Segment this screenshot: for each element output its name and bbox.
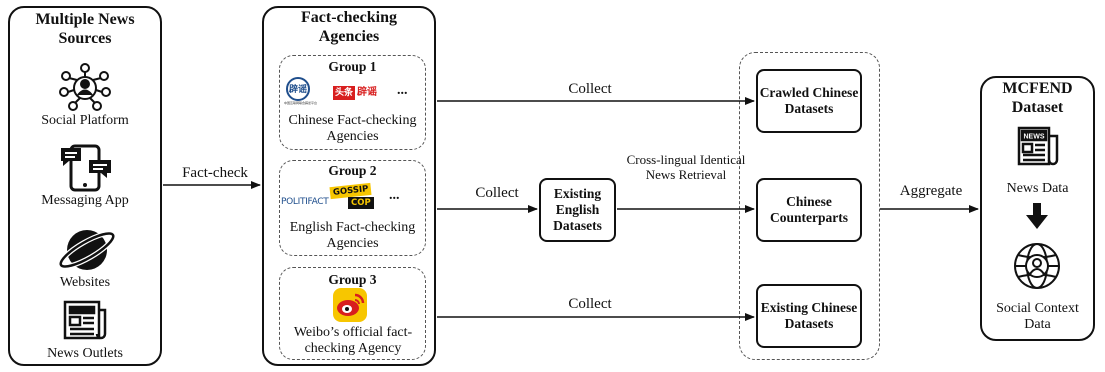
chinese-counterparts-box: Chinese Counterparts <box>756 178 862 242</box>
group-3-box <box>279 267 426 360</box>
weibo-logo-icon <box>333 288 367 322</box>
source-social-platform: Social Platform <box>41 113 129 128</box>
news-data-icon: NEWS <box>1017 126 1059 166</box>
social-network-icon <box>59 63 111 111</box>
group-1-box <box>279 55 426 150</box>
gossip-cop-logo: GOSSIP COP <box>329 182 378 213</box>
social-context-label: Social Context Data <box>996 301 1079 332</box>
social-context-icon <box>1014 243 1060 289</box>
source-news-outlets: News Outlets <box>47 346 123 361</box>
politifact-logo: POLITIFACT <box>281 197 329 207</box>
fact-check-label: Fact-check <box>182 165 248 181</box>
news-icon-label: NEWS <box>1024 134 1045 141</box>
existing-english-datasets-box: Existing English Datasets <box>539 178 616 242</box>
planet-icon <box>58 230 116 270</box>
mcfend-panel <box>980 76 1095 341</box>
agencies-title: Fact-checking Agencies <box>301 9 397 45</box>
crawled-chinese-datasets-label: Crawled Chinese Datasets <box>759 85 859 116</box>
down-arrow-icon <box>1026 203 1048 229</box>
group-3-label: Weibo’s official fact-checking Agency <box>293 325 413 356</box>
newspaper-icon <box>63 300 107 340</box>
messaging-app-icon <box>61 144 111 192</box>
existing-chinese-datasets-label: Existing Chinese Datasets <box>760 300 858 331</box>
group-1-name: Group 1 <box>328 59 377 74</box>
existing-english-datasets-label: Existing English Datasets <box>553 186 602 233</box>
group-2-label: English Fact-checking Agencies <box>289 220 416 251</box>
news-data-label: News Data <box>1006 181 1069 196</box>
group-2-name: Group 2 <box>328 163 377 178</box>
collect-top-label: Collect <box>568 81 612 97</box>
retrieval-label: Cross-lingual Identical News Retrieval <box>626 152 746 182</box>
mcfend-title: MCFEND Dataset <box>1002 80 1073 116</box>
toutiao-logo: 头条 辟谣 <box>333 86 378 100</box>
source-websites: Websites <box>59 275 111 290</box>
chinese-datasets-group <box>739 52 880 360</box>
existing-chinese-datasets-box: Existing Chinese Datasets <box>756 284 862 348</box>
aggregate-label: Aggregate <box>899 183 963 199</box>
piyao-logo: 辟谣 中国互联网联合辟谣平台 <box>284 77 326 107</box>
chinese-counterparts-label: Chinese Counterparts <box>770 194 848 225</box>
group-1-ellipsis: ... <box>397 83 408 98</box>
group-3-name: Group 3 <box>328 272 377 287</box>
group-2-ellipsis: ... <box>389 188 400 203</box>
crawled-chinese-datasets-box: Crawled Chinese Datasets <box>756 69 862 133</box>
sources-title: Multiple News Sources <box>35 11 135 47</box>
source-messaging-app: Messaging App <box>41 193 129 208</box>
group-1-label: Chinese Fact-checking Agencies <box>288 113 417 144</box>
group-2-box <box>279 160 426 256</box>
collect-bottom-label: Collect <box>568 296 612 312</box>
collect-mid-label: Collect <box>475 185 519 201</box>
